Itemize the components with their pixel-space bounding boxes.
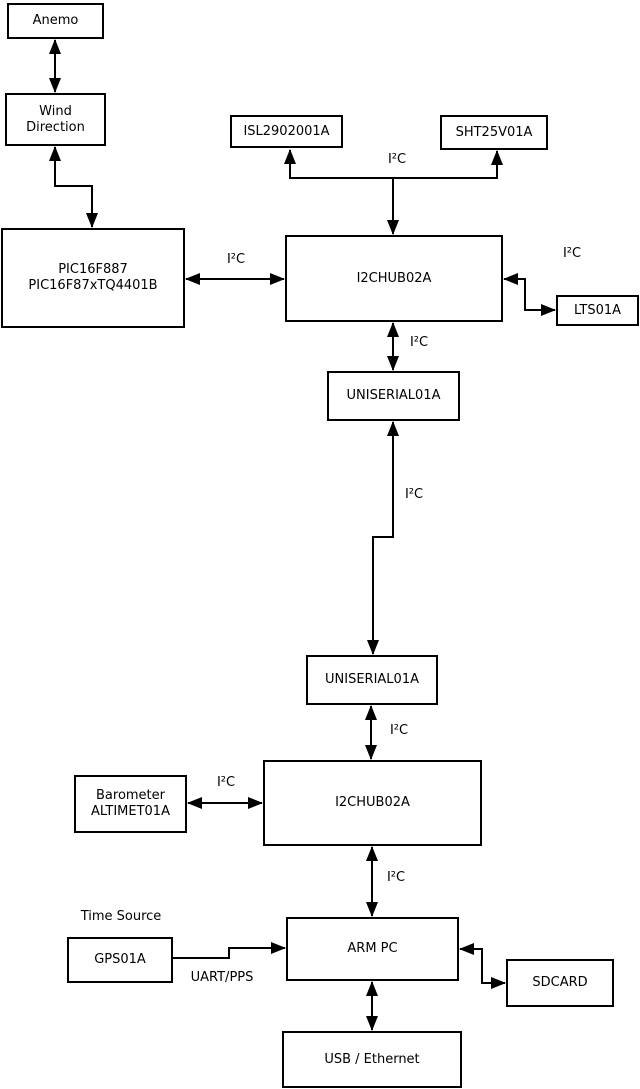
edge-label-i2c-uniserial2-hub2: I²C	[389, 723, 409, 738]
node-sdcard: SDCARD	[506, 959, 614, 1007]
node-uniserial01a-1: UNISERIAL01A	[327, 371, 460, 421]
node-pic16f887: PIC16F887 PIC16F87xTQ4401B	[1, 228, 185, 328]
edge-label-i2c-hub1-uniserial1: I²C	[409, 335, 429, 350]
edge-label-i2c-hub1-sensors: I²C	[387, 152, 407, 167]
edge-hub1-lts	[503, 273, 556, 316]
node-usb-ethernet-label: USB / Ethernet	[324, 1051, 420, 1067]
node-barometer-altimet01a-label: Barometer ALTIMET01A	[91, 788, 170, 819]
node-arm-pc-label: ARM PC	[347, 941, 398, 957]
node-sdcard-label: SDCARD	[532, 975, 588, 991]
edge-wind-pic	[49, 146, 98, 228]
node-sht25v01a: SHT25V01A	[440, 115, 548, 150]
node-uniserial01a-2-label: UNISERIAL01A	[325, 672, 419, 688]
node-i2chub02a-1: I2CHUB02A	[285, 235, 503, 322]
node-anemo-label: Anemo	[32, 13, 79, 29]
node-usb-ethernet: USB / Ethernet	[282, 1031, 462, 1088]
node-barometer-altimet01a: Barometer ALTIMET01A	[74, 775, 187, 833]
edge-uniserial1-uniserial2	[367, 421, 399, 655]
node-i2chub02a-2-label: I2CHUB02A	[335, 795, 410, 811]
edge-gps-armpc	[173, 942, 286, 959]
node-isl2902001a-label: ISL2902001A	[243, 123, 330, 139]
edge-label-i2c-pic-hub1: I²C	[226, 252, 246, 267]
node-uniserial01a-2: UNISERIAL01A	[306, 655, 438, 705]
node-uniserial01a-1-label: UNISERIAL01A	[346, 388, 441, 404]
node-anemo: Anemo	[7, 3, 104, 39]
edge-label-i2c-hub1-lts: I²C	[562, 246, 582, 261]
node-wind-direction-label: Wind Direction	[26, 103, 85, 135]
edge-label-i2c-uniserial1-uniserial2: I²C	[404, 487, 424, 502]
edge-label-i2c-barometer-hub2: I²C	[216, 775, 236, 790]
node-i2chub02a-1-label: I2CHUB02A	[356, 270, 432, 286]
node-isl2902001a: ISL2902001A	[230, 115, 343, 148]
node-gps01a: GPS01A	[67, 937, 173, 983]
label-time-source: Time Source	[80, 909, 162, 924]
node-wind-direction: Wind Direction	[5, 93, 106, 146]
node-lts01a: LTS01A	[556, 295, 639, 326]
edge-label-i2c-hub2-armpc: I²C	[386, 870, 406, 885]
edge-hub1-sht	[393, 150, 503, 179]
edge-label-uart-pps: UART/PPS	[190, 970, 254, 985]
edge-armpc-sdcard	[459, 943, 506, 989]
node-i2chub02a-2: I2CHUB02A	[263, 760, 482, 846]
node-sht25v01a-label: SHT25V01A	[455, 124, 533, 140]
edge-hub1-isl	[284, 149, 393, 179]
node-arm-pc: ARM PC	[286, 917, 459, 981]
node-pic16f887-label: PIC16F887 PIC16F87xTQ4401B	[28, 262, 158, 293]
node-lts01a-label: LTS01A	[573, 302, 622, 318]
node-gps01a-label: GPS01A	[94, 952, 146, 968]
